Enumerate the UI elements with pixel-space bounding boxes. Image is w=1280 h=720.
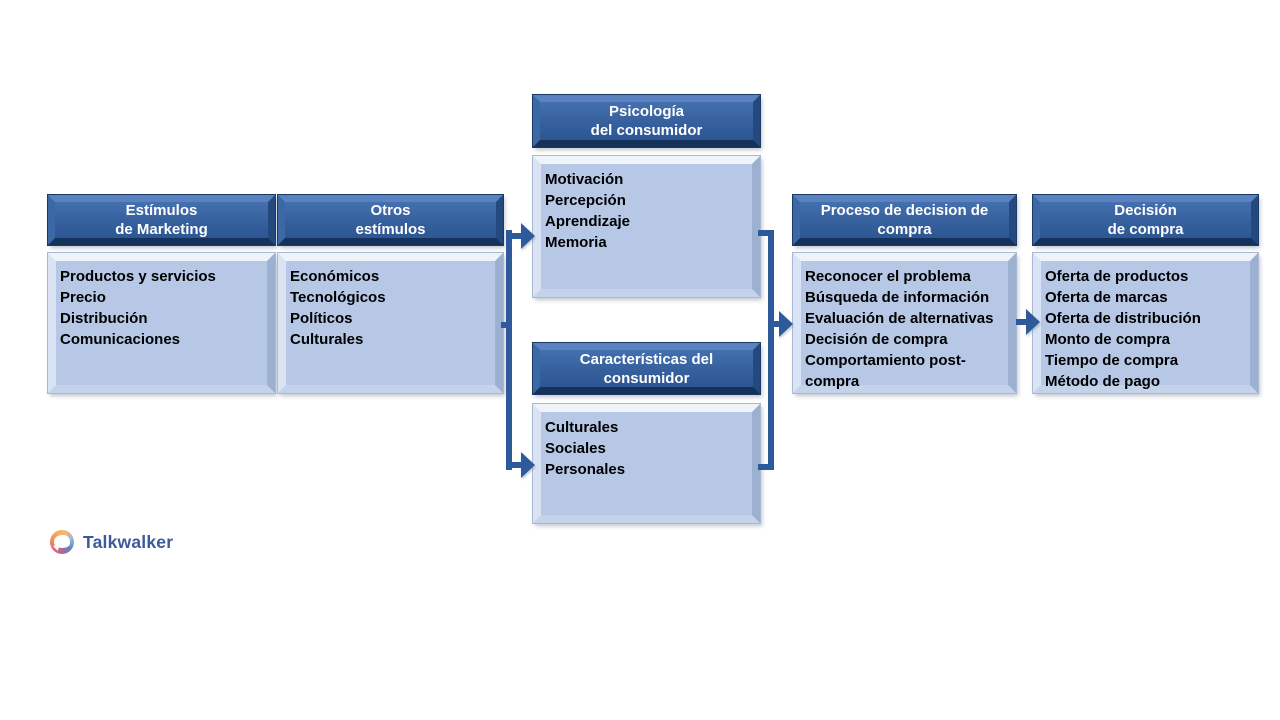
- header-line: Proceso de decision de: [820, 202, 989, 219]
- header-line: del consumidor: [590, 122, 703, 139]
- header-psicologia-consumidor: Psicología del consumidor: [532, 94, 761, 148]
- header-line: de compra: [1107, 221, 1184, 238]
- connector-line: [1016, 319, 1026, 325]
- header-proceso-decision-compra: Proceso de decision de compra: [792, 194, 1017, 246]
- list-item: Evaluación de alternativas: [805, 310, 994, 327]
- arrow-right-icon: [521, 452, 535, 478]
- list-item: Memoria: [545, 234, 607, 251]
- list-item: Comunicaciones: [60, 331, 181, 348]
- connector-line: [512, 462, 522, 468]
- header-line: Psicología: [608, 103, 685, 120]
- header-line: Decisión: [1114, 202, 1177, 219]
- list-item: Económicos: [290, 268, 380, 285]
- connector-line: [768, 321, 779, 327]
- header-otros-estimulos: Otros estímulos: [277, 194, 504, 246]
- list-item: Aprendizaje: [545, 213, 631, 230]
- list-item: Motivación: [545, 171, 624, 188]
- header-decision-compra: Decisión de compra: [1032, 194, 1259, 246]
- header-line: Otros: [370, 202, 411, 219]
- connector-line: [768, 230, 774, 470]
- list-item: Método de pago: [1045, 373, 1160, 390]
- header-line: Características del: [579, 350, 714, 368]
- arrow-right-icon: [1026, 309, 1040, 335]
- list-item: Sociales: [545, 440, 606, 457]
- talkwalker-logo: Talkwalker: [50, 530, 173, 554]
- header-estimulos-marketing: Estímulos de Marketing: [47, 194, 276, 246]
- list-item: Oferta de distribución: [1045, 310, 1201, 327]
- list-item: Oferta de productos: [1045, 268, 1189, 285]
- connector-line: [512, 233, 522, 239]
- list-item: Culturales: [545, 419, 619, 436]
- header-line: compra: [877, 221, 932, 238]
- header-line: estímulos: [355, 221, 426, 238]
- list-item: Percepción: [545, 192, 626, 209]
- list-item: Decisión de compra: [805, 331, 948, 348]
- list-item: Reconocer el problema: [805, 268, 971, 285]
- arrow-right-icon: [779, 311, 793, 337]
- list-item: Tecnológicos: [290, 289, 386, 306]
- talkwalker-logo-text: Talkwalker: [83, 531, 174, 552]
- header-caracteristicas-consumidor: Características del consumidor: [532, 342, 761, 395]
- header-line: consumidor: [603, 369, 690, 387]
- connector-line: [758, 464, 770, 470]
- header-line: Estímulos: [125, 202, 198, 219]
- list-item: Tiempo de compra: [1045, 352, 1179, 369]
- connector-line: [758, 230, 770, 236]
- arrow-right-icon: [521, 223, 535, 249]
- list-item: Políticos: [290, 310, 353, 327]
- talkwalker-swirl-icon: [50, 530, 74, 554]
- list-item: Comportamiento post-compra: [805, 352, 966, 390]
- header-line: de Marketing: [115, 221, 208, 238]
- list-item: Personales: [545, 461, 626, 478]
- list-item: Monto de compra: [1045, 331, 1171, 348]
- list-item: Culturales: [290, 331, 364, 348]
- list-item: Productos y servicios: [60, 268, 216, 285]
- connector-line: [506, 230, 512, 470]
- list-item: Búsqueda de información: [805, 289, 990, 306]
- list-item: Distribución: [60, 310, 148, 327]
- list-item: Oferta de marcas: [1045, 289, 1168, 306]
- list-item: Precio: [60, 289, 106, 306]
